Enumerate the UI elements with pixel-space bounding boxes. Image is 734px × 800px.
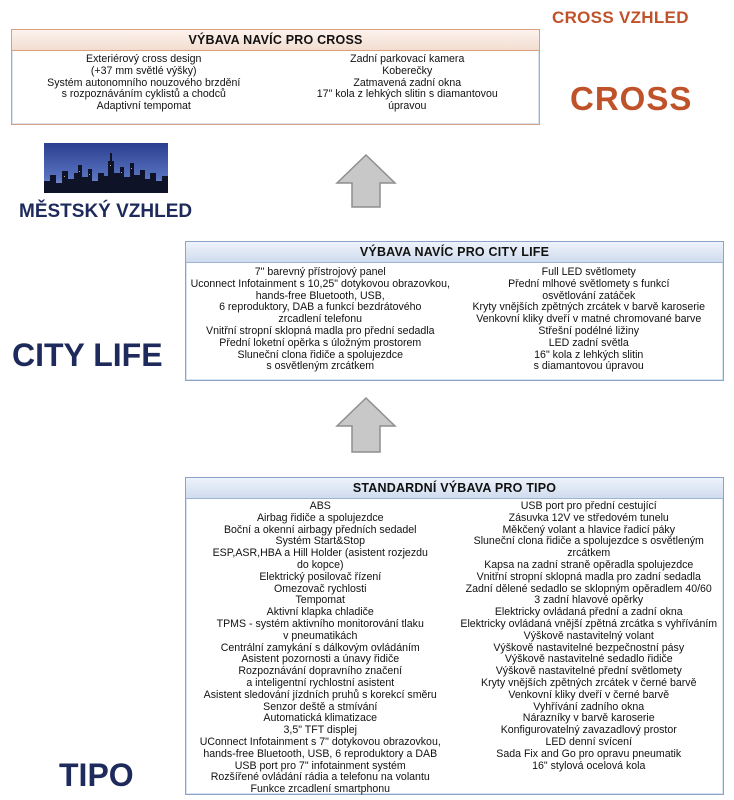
equipment-item: Konfigurovatelný zavazadlový prostor — [500, 724, 677, 737]
equipment-item: ABS — [309, 500, 331, 512]
equipment-item: Venkovní kliky dveří v matné chromované … — [476, 313, 702, 326]
equipment-item: 7" barevný přístrojový panel — [254, 266, 386, 278]
equipment-item: Výškově nastavitelné sedadlo řidiče — [504, 653, 673, 666]
equipment-item: hands-free Bluetooth, USB, 6 reproduktor… — [203, 747, 438, 760]
equipment-item: Omezovač rychlosti — [274, 582, 367, 595]
equipment-item: Rozpoznávání dopravního značení — [238, 665, 403, 678]
equipment-item: Nárazníky v barvě karoserie — [522, 712, 655, 725]
equipment-item: Uconnect Infotainment s 10,25" dotykovou… — [190, 277, 450, 290]
equipment-item: s diamantovou úpravou — [533, 360, 644, 373]
cross-tier-label: CROSS — [570, 80, 693, 117]
equipment-item: Automatická klimatizace — [263, 712, 378, 725]
equipment-item: 16" kola z lehkých slitin — [534, 348, 644, 361]
equipment-item: Venkovní kliky dveří v černé barvě — [508, 688, 670, 701]
equipment-item: Zadní dělené sedadlo se sklopným opěradl… — [465, 582, 712, 595]
equipment-item: UConnect Infotainment s 7" dotykovou obr… — [199, 735, 441, 748]
equipment-item: Rozšířené ovládání rádia a telefonu na v… — [210, 771, 430, 784]
equipment-item: s osvětleným zrcátkem — [266, 360, 375, 373]
equipment-item: Systém autonomního nouzového brzdění — [47, 76, 241, 89]
city-life-box-title: VÝBAVA NAVÍC PRO CITY LIFE — [186, 242, 723, 263]
equipment-item: Airbag řidiče a spolujezdce — [256, 511, 384, 524]
cross-look-label: CROSS VZHLED — [552, 8, 689, 27]
equipment-item: Koberečky — [382, 64, 433, 77]
city-life-tier-label: CITY LIFE — [12, 337, 163, 373]
equipment-item: Zásuvka 12V ve středovém tunelu — [508, 511, 669, 524]
equipment-item: (+37 mm světlé výšky) — [90, 64, 197, 77]
tipo-tier-label: TIPO — [59, 757, 134, 793]
equipment-item: LED denní svícení — [545, 735, 633, 748]
equipment-item: v pneumatikách — [283, 629, 358, 642]
equipment-item: LED zadní světla — [548, 336, 629, 349]
equipment-item: Boční a okenní airbagy předních sedadel — [223, 523, 417, 536]
equipment-item: Tempomat — [295, 594, 345, 607]
equipment-item: ESP,ASR,HBA a Hill Holder (asistent rozj… — [212, 547, 428, 560]
equipment-item: Střešní podélné ližiny — [538, 324, 640, 337]
equipment-item: Full LED světlomety — [541, 266, 636, 278]
equipment-item: Funkce zrcadlení smartphonu — [250, 783, 391, 796]
cross-equipment-box: VÝBAVA NAVÍC PRO CROSS Exteriérový cross… — [11, 29, 540, 125]
cross-left-column: Exteriérový cross design(+37 mm světlé v… — [12, 53, 276, 113]
equipment-item: Elektrický posilovač řízení — [259, 570, 382, 583]
equipment-item: USB port pro přední cestující — [520, 500, 657, 512]
equipment-item: Výškově nastavitelný volant — [523, 629, 654, 642]
equipment-item: Systém Start&Stop — [275, 535, 366, 548]
arrow-up-icon — [335, 396, 397, 453]
equipment-item: úpravou — [388, 100, 427, 113]
equipment-item: Zatmavená zadní okna — [353, 76, 462, 89]
equipment-item: TPMS - systém aktivního monitorování tla… — [216, 617, 424, 630]
city-skyline-image — [44, 143, 168, 193]
equipment-item: Centrální zamykání s dálkovým ovládáním — [220, 641, 420, 654]
cross-box-title: VÝBAVA NAVÍC PRO CROSS — [12, 30, 539, 51]
equipment-item: Asistent pozornosti a únavy řidiče — [241, 653, 400, 666]
equipment-item: Adaptivní tempomat — [96, 100, 191, 113]
equipment-item: Elektricky ovládaná vnější zpětná zrcátk… — [460, 617, 718, 630]
equipment-item: Vyhřívání zadního okna — [533, 700, 645, 713]
equipment-item: Sluneční clona řidiče a spolujezdce — [237, 348, 403, 361]
equipment-item: Sada Fix and Go pro opravu pneumatik — [496, 747, 682, 760]
equipment-item: Vnitřní stropní sklopná madla pro zadní … — [476, 570, 701, 583]
equipment-item: Senzor deště a stmívání — [263, 700, 378, 713]
equipment-item: USB port pro 7" infotainment systém — [234, 759, 406, 772]
equipment-item: 3,5" TFT displej — [283, 724, 357, 737]
equipment-item: Sluneční clona řidiče a spolujezdce s os… — [473, 535, 704, 548]
city-life-equipment-box: VÝBAVA NAVÍC PRO CITY LIFE 7" barevný př… — [185, 241, 724, 381]
equipment-item: 16" stylová ocelová kola — [532, 759, 646, 772]
equipment-item: Asistent sledování jízdních pruhů s kore… — [203, 688, 437, 701]
equipment-item: Kryty vnějších zpětných zrcátek v barvě … — [472, 301, 706, 314]
equipment-item: Kryty vnějších zpětných zrcátek v černé … — [481, 676, 697, 689]
equipment-item: Měkčený volant a hlavice řadicí páky — [502, 523, 676, 536]
equipment-item: hands-free Bluetooth, USB, — [255, 289, 385, 302]
equipment-item: Exteriérový cross design — [86, 53, 202, 65]
urban-look-label: MĚSTSKÝ VZHLED — [19, 201, 193, 222]
equipment-item: Elektricky ovládaná přední a zadní okna — [494, 606, 683, 619]
equipment-item: a inteligentní rychlostní asistent — [246, 676, 395, 689]
equipment-item: Přední loketní opěrka s úložným prostore… — [219, 336, 422, 349]
equipment-item: osvětlování zatáček — [542, 289, 636, 302]
equipment-item: zrcátkem — [567, 547, 611, 560]
equipment-item: 3 zadní hlavové opěrky — [534, 594, 644, 607]
equipment-item: Zadní parkovací kamera — [350, 53, 465, 65]
equipment-item: Kapsa na zadní straně opěradla spolujezd… — [484, 558, 694, 571]
equipment-item: Výškově nastavitelné bezpečnostní pásy — [493, 641, 685, 654]
equipment-item: do kopce) — [296, 558, 344, 571]
arrow-up-icon — [335, 153, 397, 208]
equipment-item: Aktivní klapka chladiče — [266, 606, 374, 619]
equipment-item: s rozpoznáváním cyklistů a chodců — [61, 88, 226, 101]
equipment-item: Vnitřní stropní sklopná madla pro přední… — [206, 324, 435, 337]
tipo-box-title: STANDARDNÍ VÝBAVA PRO TIPO — [186, 478, 723, 499]
equipment-item: 17" kola z lehkých slitin s diamantovou — [316, 88, 498, 101]
equipment-item: Přední mlhové světlomety s funkcí — [508, 277, 670, 290]
equipment-item: 6 reproduktory, DAB a funkcí bezdrátovéh… — [219, 301, 422, 314]
equipment-item: zrcadlení telefonu — [278, 313, 363, 326]
equipment-item: Výškově nastavitelné přední světlomety — [495, 665, 682, 678]
